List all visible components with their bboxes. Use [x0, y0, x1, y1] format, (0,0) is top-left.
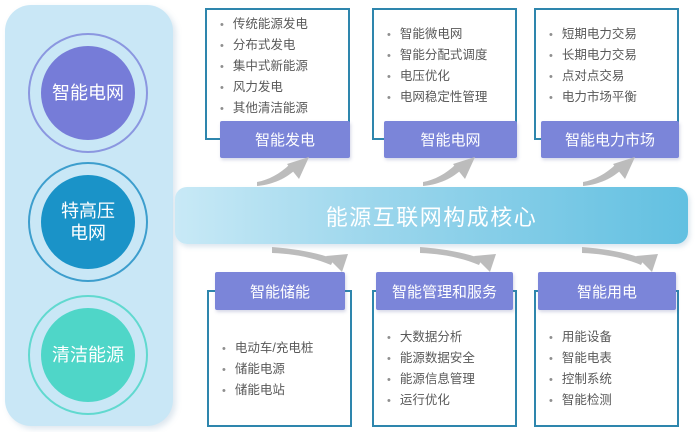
list-item: 点对点交易 — [549, 66, 675, 87]
smart-management-services-list: 大数据分析 能源数据安全 能源信息管理 运行优化 — [374, 314, 515, 424]
list-item: 用能设备 — [549, 327, 675, 348]
arrow-down-icon — [582, 247, 658, 272]
card-smart-storage: 电动车/充电桩 储能电源 储能电站 — [207, 290, 352, 427]
smart-grid-circle-ring — [28, 33, 148, 153]
tab-smart-consumption: 智能用电 — [538, 272, 676, 310]
list-item: 电压优化 — [387, 66, 513, 87]
arrow-down-icon — [272, 247, 348, 272]
arrow-up-icon — [583, 157, 635, 186]
list-item: 智能检测 — [549, 390, 675, 411]
list-item: 能源数据安全 — [387, 348, 513, 369]
core-banner-title: 能源互联网构成核心 — [325, 204, 538, 230]
tab-label: 智能电网 — [420, 132, 481, 149]
tab-label: 智能发电 — [254, 132, 315, 149]
list-item: 电动车/充电桩 — [222, 338, 348, 359]
list-item: 储能电站 — [222, 380, 348, 401]
tab-label: 智能管理和服务 — [391, 283, 497, 301]
list-item: 储能电源 — [222, 359, 348, 380]
circle-smart-grid-label: 智能电网 — [52, 82, 124, 103]
arrow-down-icon — [420, 247, 496, 272]
list-item: 长期电力交易 — [549, 45, 675, 66]
list-item: 智能电表 — [549, 348, 675, 369]
tab-smart-power-market: 智能电力市场 — [541, 121, 679, 158]
card-smart-power-market: 短期电力交易 长期电力交易 点对点交易 电力市场平衡 — [534, 8, 679, 140]
card-smart-grid: 智能微电网 智能分配式调度 电压优化 电网稳定性管理 — [372, 8, 517, 140]
tab-smart-grid: 智能电网 — [384, 121, 517, 158]
tab-label: 智能电力市场 — [564, 132, 655, 149]
tab-smart-management-services: 智能管理和服务 — [376, 272, 513, 310]
circle-clean-energy: 清洁能源 — [41, 308, 135, 402]
list-item: 电网稳定性管理 — [387, 87, 513, 108]
tab-smart-generation: 智能发电 — [220, 121, 350, 158]
list-item: 其他清洁能源 — [220, 98, 346, 119]
card-smart-consumption: 用能设备 智能电表 控制系统 智能检测 — [534, 290, 679, 427]
circle-clean-energy-label: 清洁能源 — [52, 344, 124, 365]
list-item: 短期电力交易 — [549, 24, 675, 45]
list-item: 智能分配式调度 — [387, 45, 513, 66]
core-banner: 能源互联网构成核心 — [175, 187, 688, 244]
arrow-up-icon — [423, 157, 475, 186]
circle-uhv-grid: 特高压 电网 — [41, 175, 135, 269]
list-item: 能源信息管理 — [387, 369, 513, 390]
list-item: 智能微电网 — [387, 24, 513, 45]
tab-smart-storage: 智能储能 — [215, 272, 345, 310]
card-smart-management-services: 大数据分析 能源数据安全 能源信息管理 运行优化 — [372, 290, 517, 427]
tab-label: 智能储能 — [249, 283, 310, 301]
clean-energy-circle-ring — [28, 295, 148, 415]
circle-smart-grid: 智能电网 — [41, 46, 135, 140]
uhv-grid-circle-ring — [28, 162, 148, 282]
list-item: 集中式新能源 — [220, 56, 346, 77]
smart-generation-list: 传统能源发电 分布式发电 集中式新能源 风力发电 其他清洁能源 — [207, 10, 348, 122]
card-smart-generation: 传统能源发电 分布式发电 集中式新能源 风力发电 其他清洁能源 — [205, 8, 350, 140]
tab-label: 智能用电 — [576, 283, 637, 301]
smart-power-market-list: 短期电力交易 长期电力交易 点对点交易 电力市场平衡 — [536, 10, 677, 122]
arrow-up-icon — [257, 157, 309, 186]
list-item: 风力发电 — [220, 77, 346, 98]
list-item: 传统能源发电 — [220, 14, 346, 35]
smart-consumption-list: 用能设备 智能电表 控制系统 智能检测 — [536, 314, 677, 424]
list-item: 分布式发电 — [220, 35, 346, 56]
list-item: 运行优化 — [387, 390, 513, 411]
list-item: 控制系统 — [549, 369, 675, 390]
list-item: 大数据分析 — [387, 327, 513, 348]
circle-uhv-grid-label-line2: 电网 — [70, 223, 106, 243]
smart-grid-list: 智能微电网 智能分配式调度 电压优化 电网稳定性管理 — [374, 10, 515, 122]
smart-storage-list: 电动车/充电桩 储能电源 储能电站 — [209, 314, 350, 424]
circle-uhv-grid-label-line1: 特高压 — [61, 200, 115, 221]
list-item: 电力市场平衡 — [549, 87, 675, 108]
